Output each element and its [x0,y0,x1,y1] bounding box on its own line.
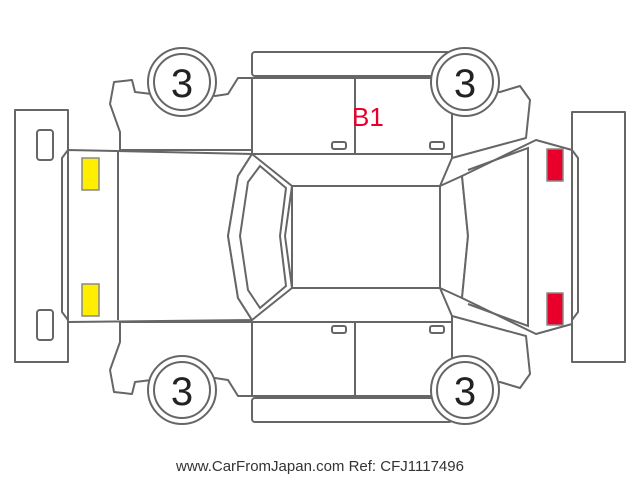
roof [291,185,441,289]
headlight-right [81,283,100,317]
tire-rear-right-count: 3 [454,370,476,414]
door-handle-top-front [331,141,347,150]
headlight-left [81,157,100,191]
front-bumper-slot-bottom [36,309,54,341]
tire-rear-left-count: 3 [454,62,476,106]
rear-bumper [571,111,626,363]
door-handle-bottom-front [331,325,347,334]
front-bumper-slot-top [36,129,54,161]
taillight-right [546,292,564,326]
reference-footer: www.CarFromJapan.com Ref: CFJ1117496 [176,458,464,475]
tire-rear-right: 3 [430,355,500,425]
windshield-inner [238,164,288,310]
tire-front-left-count: 3 [171,62,193,106]
trunk [461,139,573,335]
tire-front-left: 3 [147,47,217,117]
tire-front-right-count: 3 [171,370,193,414]
damage-code-b1: B1 [352,102,384,132]
top-sill [251,51,453,77]
door-handle-top-rear [429,141,445,150]
taillight-left [546,148,564,182]
c-pillar-bottom [439,287,453,317]
tire-rear-left: 3 [430,47,500,117]
c-pillar-top [439,157,453,187]
door-handle-bottom-rear [429,325,445,334]
front-bumper [14,109,69,363]
tire-front-right: 3 [147,355,217,425]
windshield [227,153,293,321]
front-door-bottom [251,321,356,397]
bottom-sill [251,397,453,423]
trunk-lid [467,146,529,328]
